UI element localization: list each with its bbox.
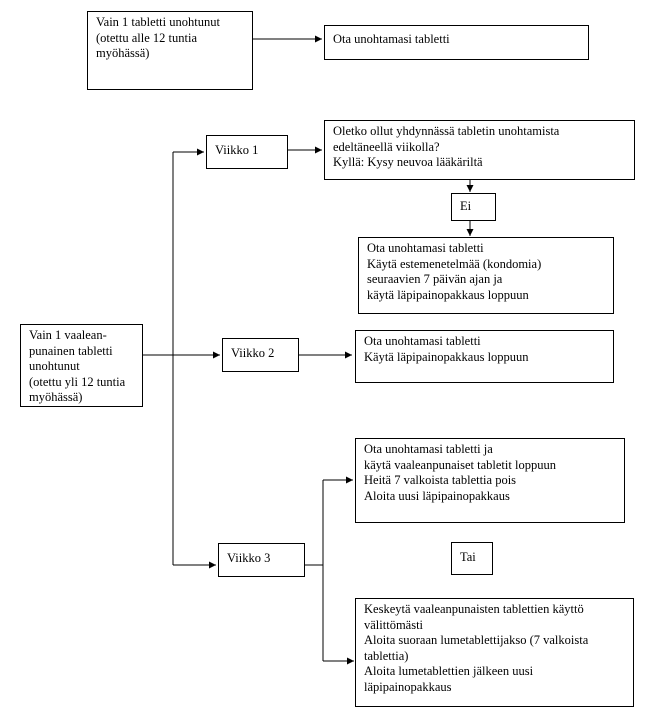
week3-option2-line-6: läpipainopakkaus: [364, 679, 452, 694]
week3-option2-line-2: välittömästi: [364, 617, 424, 632]
week1-question-line-3: Kyllä: Kysy neuvoa lääkäriltä: [333, 155, 483, 169]
week2-action-line-2: Käytä läpipainopakkaus loppuun: [364, 349, 529, 364]
pink-forgotten-line-4: (otettu yli 12 tuntia: [29, 374, 126, 389]
week3-box: Viikko 3: [218, 543, 305, 577]
no-label: Ei: [460, 199, 472, 213]
take-forgotten-line-1: Ota unohtamasi tabletti: [333, 32, 450, 46]
week3-option2-line-1: Keskeytä vaaleanpunaisten tablettien käy…: [364, 602, 584, 616]
week3-option2-line-4: tablettia): [364, 648, 409, 663]
week2-action-box: Ota unohtamasi tabletti Käytä läpipainop…: [355, 330, 614, 383]
pink-forgotten-box: Vain 1 vaalean- punainen tabletti unohtu…: [20, 324, 143, 407]
week1-action-line-1: Ota unohtamasi tabletti: [367, 241, 484, 255]
single-forgotten-line-2: (otettu alle 12 tuntia: [96, 30, 198, 45]
week3-option1-box: Ota unohtamasi tabletti ja käytä vaalean…: [355, 438, 625, 523]
week3-option2-box: Keskeytä vaaleanpunaisten tablettien käy…: [355, 598, 634, 707]
pink-forgotten-line-5: myöhässä): [29, 390, 83, 404]
week3-option1-line-1: Ota unohtamasi tabletti ja: [364, 442, 493, 456]
week3-option2-line-3: Aloita suoraan lumetablettijakso (7 valk…: [364, 633, 589, 647]
week3-option1-line-2: käytä vaaleanpunaiset tabletit loppuun: [364, 457, 556, 472]
week2-label: Viikko 2: [231, 346, 275, 360]
week1-question-line-1: Oletko ollut yhdynnässä tabletin unohtam…: [333, 124, 560, 138]
week1-action-line-3: seuraavien 7 päivän ajan ja: [367, 272, 503, 286]
take-forgotten-box: Ota unohtamasi tabletti: [324, 25, 589, 60]
week1-question-line-2: edeltäneellä viikolla?: [333, 139, 440, 154]
or-label: Tai: [460, 550, 476, 564]
week1-question-box: Oletko ollut yhdynnässä tabletin unohtam…: [324, 120, 635, 180]
pink-forgotten-line-2: punainen tabletti: [29, 343, 113, 358]
week2-box: Viikko 2: [222, 338, 299, 372]
week3-option1-line-3: Heitä 7 valkoista tablettia pois: [364, 473, 517, 487]
no-box: Ei: [451, 193, 496, 221]
week1-action-line-2: Käytä estemenetelmää (kondomia): [367, 256, 542, 271]
pink-forgotten-line-1: Vain 1 vaalean-: [29, 328, 107, 342]
week3-option1-line-4: Aloita uusi läpipainopakkaus: [364, 488, 510, 503]
week1-box: Viikko 1: [206, 135, 288, 169]
week1-action-box: Ota unohtamasi tabletti Käytä estemenete…: [358, 237, 614, 314]
single-forgotten-line-1: Vain 1 tabletti unohtunut: [96, 15, 220, 29]
or-box: Tai: [451, 542, 493, 575]
week1-label: Viikko 1: [215, 143, 259, 157]
pink-forgotten-line-3: unohtunut: [29, 359, 80, 373]
week2-action-line-1: Ota unohtamasi tabletti: [364, 334, 481, 348]
single-forgotten-line-3: myöhässä): [96, 46, 150, 60]
week3-label: Viikko 3: [227, 551, 271, 565]
week3-option2-line-5: Aloita lumetablettien jälkeen uusi: [364, 664, 534, 678]
single-forgotten-box: Vain 1 tabletti unohtunut (otettu alle 1…: [87, 11, 253, 90]
week1-action-line-4: käytä läpipainopakkaus loppuun: [367, 287, 529, 302]
